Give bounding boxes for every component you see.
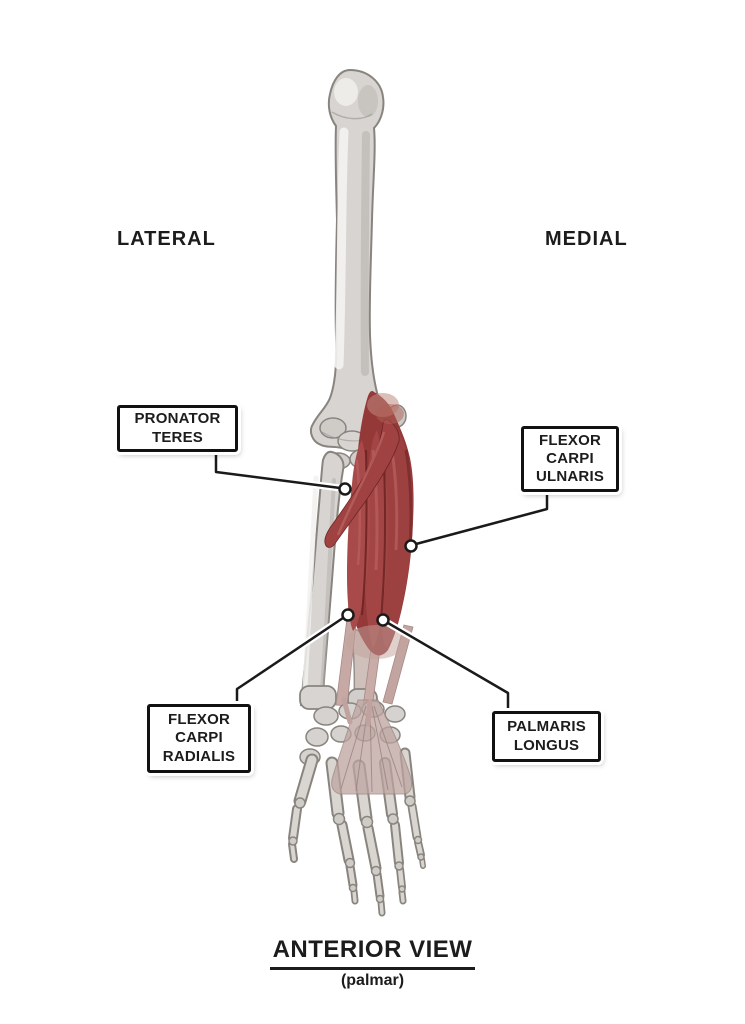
flexor-carpi-radialis-leader-line bbox=[233, 608, 355, 708]
caption-title: ANTERIOR VIEW bbox=[269, 936, 476, 970]
flexor-carpi-ulnaris-leader-line bbox=[404, 488, 551, 553]
callout-text-line: FLEXOR bbox=[538, 431, 602, 449]
pronator-teres-leader-line bbox=[212, 448, 352, 496]
callout-palmaris-longus: PALMARIS LONGUS bbox=[492, 711, 601, 762]
palmaris-longus-anchor-dot bbox=[376, 613, 390, 627]
leader-lines bbox=[212, 448, 551, 715]
callout-text-line: CARPI bbox=[175, 729, 223, 747]
callout-text-line: RADIALIS bbox=[162, 747, 236, 765]
palmar-aponeurosis bbox=[331, 697, 413, 795]
callout-text-line: PALMARIS bbox=[507, 718, 586, 736]
flexor-carpi-radialis-anchor-dot bbox=[341, 608, 355, 622]
callout-pronator-teres: PRONATOR TERES bbox=[117, 405, 238, 452]
humerus-bone bbox=[309, 68, 399, 450]
pronator-teres-anchor-dot bbox=[338, 482, 352, 496]
callout-text-line: TERES bbox=[151, 428, 203, 446]
orientation-label-medial: MEDIAL bbox=[545, 228, 628, 250]
callout-text-line: FLEXOR bbox=[167, 711, 231, 729]
callout-text-line: LONGUS bbox=[513, 736, 580, 754]
callout-flexor-carpi-radialis: FLEXOR CARPI RADIALIS bbox=[147, 704, 251, 773]
palmaris-longus-leader-line bbox=[376, 613, 512, 715]
orientation-label-lateral: LATERAL bbox=[117, 228, 216, 250]
callout-text-line: CARPI bbox=[546, 449, 594, 467]
callout-text-line: PRONATOR bbox=[134, 410, 221, 428]
finger-joints bbox=[288, 795, 425, 904]
callout-flexor-carpi-ulnaris: FLEXOR CARPI ULNARIS bbox=[521, 426, 619, 492]
caption-subtitle: (palmar) bbox=[340, 972, 405, 989]
flexor-carpi-ulnaris-anchor-dot bbox=[404, 539, 418, 553]
figure-caption: ANTERIOR VIEW (palmar) bbox=[0, 936, 745, 990]
callout-text-line: ULNARIS bbox=[535, 468, 605, 486]
forearm-flexor-muscles bbox=[324, 391, 414, 659]
hand-skeleton bbox=[288, 697, 426, 917]
